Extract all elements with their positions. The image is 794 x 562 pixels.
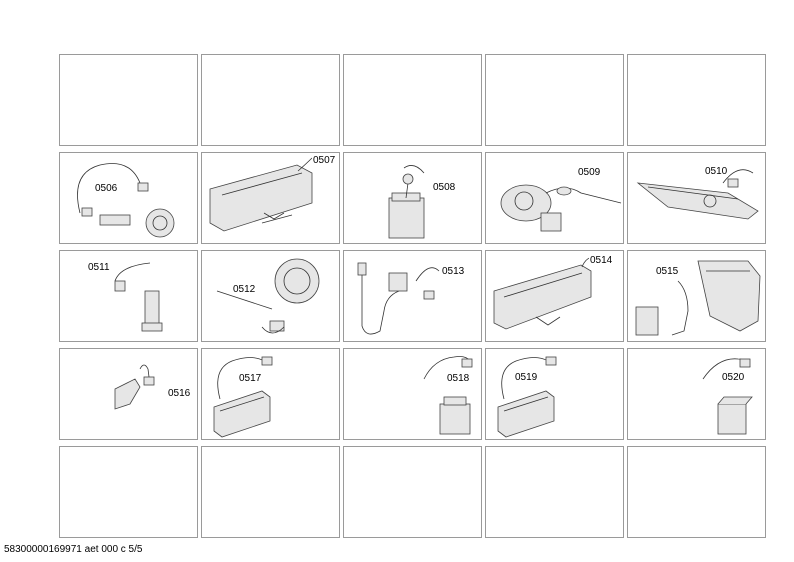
part-illustration (216, 258, 320, 334)
part-cell-0512: 0512 (201, 250, 340, 342)
part-cell-0520: 0520 (627, 348, 766, 440)
part-illustration (114, 262, 163, 332)
part-illustration (635, 260, 761, 336)
empty-cell (201, 54, 340, 146)
part-number-label: 0519 (514, 372, 539, 383)
part-cell-0516: 0516 (59, 348, 198, 440)
part-number-label: 0513 (441, 266, 466, 277)
part-cell-0518: 0518 (343, 348, 482, 440)
part-cell-0513: 0513 (343, 250, 482, 342)
part-illustration (209, 157, 313, 232)
part-number-label: 0509 (577, 167, 602, 178)
part-number-label: 0516 (167, 388, 192, 399)
part-illustration (500, 184, 622, 232)
part-number-label: 0515 (655, 266, 680, 277)
part-illustration (423, 356, 473, 435)
empty-cell (59, 446, 198, 538)
part-number-label: 0511 (87, 262, 111, 273)
empty-cell (485, 54, 624, 146)
empty-cell (627, 54, 766, 146)
part-illustration (114, 364, 155, 410)
part-illustration (357, 262, 440, 335)
part-number-label: 0512 (232, 284, 257, 295)
part-cell-0508: 0508 (343, 152, 482, 244)
part-cell-0515: 0515 (627, 250, 766, 342)
part-illustration (77, 163, 175, 238)
empty-cell (59, 54, 198, 146)
part-number-label: 0520 (721, 372, 746, 383)
part-cell-0517: 0517 (201, 348, 340, 440)
part-number-label: 0506 (94, 183, 119, 194)
part-number-label: 0518 (446, 373, 471, 384)
part-number-label: 0508 (432, 182, 457, 193)
part-illustration (702, 358, 753, 435)
part-illustration (388, 165, 425, 239)
empty-cell (343, 446, 482, 538)
empty-cell (627, 446, 766, 538)
part-illustration (636, 169, 759, 220)
part-cell-0509: 0509 (485, 152, 624, 244)
empty-cell (485, 446, 624, 538)
part-cell-0511: 0511 (59, 250, 198, 342)
part-number-label: 0514 (589, 255, 614, 266)
part-cell-0514: 0514 (485, 250, 624, 342)
part-cell-0510: 0510 (627, 152, 766, 244)
document-footer: 58300000169971 aet 000 c 5/5 (4, 544, 143, 555)
part-cell-0507: 0507 (201, 152, 340, 244)
empty-cell (343, 54, 482, 146)
part-illustration (213, 356, 273, 438)
empty-cell (201, 446, 340, 538)
part-number-label: 0507 (312, 155, 337, 166)
part-cell-0506: 0506 (59, 152, 198, 244)
parts-grid: 0501050205030504050505060507050805090510… (59, 54, 768, 539)
part-number-label: 0517 (238, 373, 263, 384)
part-illustration (497, 356, 557, 438)
part-number-label: 0510 (704, 166, 729, 177)
part-illustration (493, 256, 595, 330)
part-cell-0519: 0519 (485, 348, 624, 440)
